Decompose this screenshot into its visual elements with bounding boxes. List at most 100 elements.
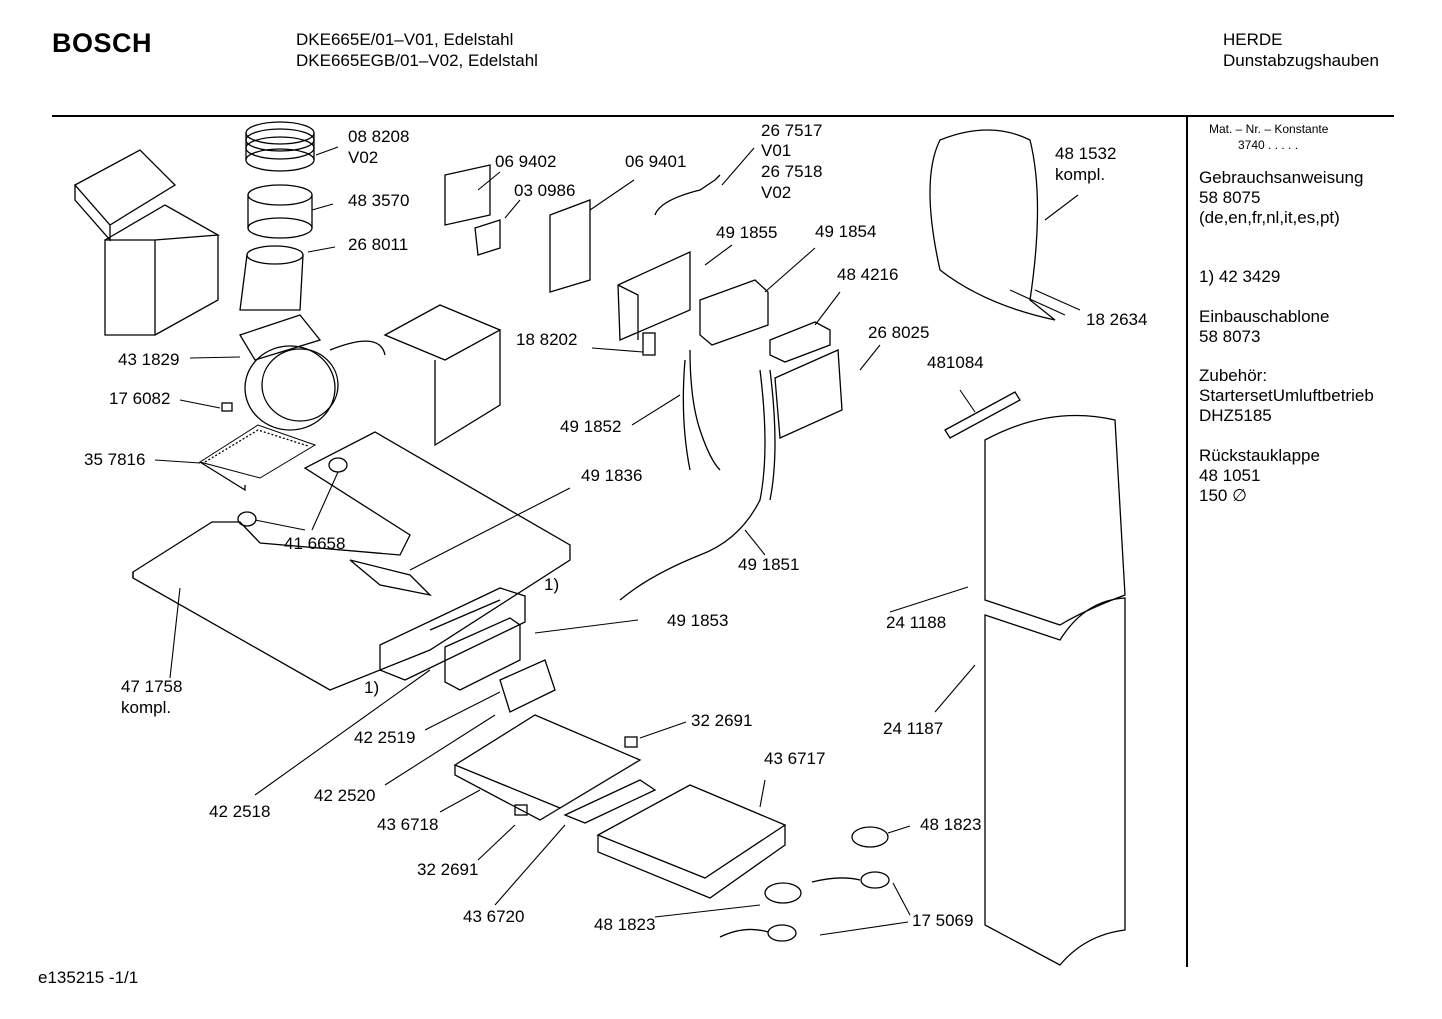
- light-bar: [349, 559, 526, 681]
- label-069401: 06 9401: [625, 152, 687, 171]
- label-484216: 48 4216: [837, 265, 899, 284]
- manual-title: Gebrauchsanweisung: [1199, 168, 1364, 187]
- sidebar-block-flap: Rückstauklappe 48 1051 150 ∅: [1199, 446, 1320, 506]
- label-241187: 24 1187: [883, 719, 944, 738]
- small-plate: [563, 779, 657, 824]
- label-436720: 43 6720: [463, 907, 525, 926]
- duct-ring-top: [245, 121, 315, 172]
- label-kompl-1: kompl.: [1055, 165, 1106, 184]
- label-491853: 49 1853: [667, 611, 729, 630]
- filter-pad: [774, 349, 843, 439]
- flap-number: 48 1051: [1199, 466, 1261, 485]
- label-v01: V01: [761, 141, 792, 160]
- accessory-model: DHZ5185: [1199, 406, 1272, 425]
- label-267518: 26 7518: [761, 162, 823, 181]
- label-491855: 49 1855: [716, 223, 778, 242]
- sensor-175069-a: [811, 871, 890, 889]
- wall-bracket: [444, 164, 501, 256]
- mounting-bracket: [73, 149, 177, 242]
- relay-box: [699, 279, 769, 346]
- label-481532: 48 1532: [1055, 144, 1117, 163]
- label-481823-b: 48 1823: [594, 915, 656, 934]
- template-title: Einbauschablone: [1199, 307, 1330, 326]
- sidebar-block-template: Einbauschablone 58 8073: [1199, 307, 1329, 347]
- label-481084: 481084: [927, 353, 984, 372]
- label-v02-a: V02: [348, 148, 379, 167]
- accessory-title: Zubehör:: [1199, 366, 1268, 385]
- blower-housing: [239, 314, 386, 431]
- template-number: 58 8073: [1199, 327, 1261, 346]
- label-431829: 43 1829: [118, 350, 180, 369]
- label-241188: 24 1188: [886, 613, 947, 632]
- manual-number: 58 8075: [1199, 188, 1261, 207]
- label-422518: 42 2518: [209, 802, 271, 821]
- chimney-upper: [984, 414, 1126, 626]
- label-088208: 08 8208: [348, 127, 410, 146]
- label-416658: 41 6658: [284, 534, 346, 553]
- label-422519: 42 2519: [354, 728, 416, 747]
- label-357816: 35 7816: [84, 450, 146, 469]
- label-471758: 47 1758: [121, 677, 183, 696]
- lower-bracket: [453, 714, 642, 821]
- parts-bag: [929, 129, 1056, 321]
- switch-plate: [499, 659, 556, 713]
- label-268025: 26 8025: [868, 323, 930, 342]
- label-note-1-a: 1): [544, 575, 560, 594]
- clip-part: [221, 402, 233, 412]
- label-030986: 03 0986: [514, 181, 576, 200]
- label-481823-a: 48 1823: [920, 815, 982, 834]
- label-267517: 26 7517: [761, 121, 823, 140]
- label-322691-a: 32 2691: [691, 711, 753, 730]
- label-483570: 48 3570: [348, 191, 410, 210]
- category: HERDE: [1223, 30, 1283, 49]
- duct-adapter: [247, 184, 313, 239]
- manual-languages: (de,en,fr,nl,it,es,pt): [1199, 208, 1340, 227]
- chimney-lower: [984, 597, 1126, 966]
- leader-lines: [154, 146, 1081, 936]
- label-069402: 06 9402: [495, 152, 557, 171]
- label-v02-b: V02: [761, 183, 792, 202]
- grommet-2: [237, 511, 257, 527]
- bottom-tray: [596, 784, 787, 899]
- label-176082: 17 6082: [109, 389, 171, 408]
- accessory-kit: StartersetUmluftbetrieb: [1199, 386, 1374, 405]
- grease-filter: [198, 424, 317, 492]
- diagram-code: e135215 -1/1: [38, 968, 139, 987]
- brand-logo: BOSCH: [52, 28, 153, 58]
- model-line-1: DKE665E/01–V01, Edelstahl: [296, 30, 514, 49]
- sensor-175069-b: [719, 924, 797, 942]
- label-491852: 49 1852: [560, 417, 622, 436]
- relay-cover: [617, 250, 691, 341]
- flap-title: Rückstauklappe: [1199, 446, 1320, 465]
- label-422520: 42 2520: [314, 786, 376, 805]
- hanger-bar: [944, 391, 1021, 439]
- switch-housing: [549, 199, 591, 293]
- sidebar-block-accessory: Zubehör: StartersetUmluftbetrieb DHZ5185: [1199, 366, 1374, 426]
- label-436718: 43 6718: [377, 815, 439, 834]
- power-cord: [654, 174, 721, 216]
- subcategory: Dunstabzugshauben: [1223, 51, 1379, 70]
- sidebar-block-note: 1) 42 3429: [1199, 267, 1280, 287]
- wiring-harness: [619, 349, 776, 601]
- label-note-1-b: 1): [364, 678, 380, 697]
- upper-box-panel: [104, 204, 221, 336]
- flap-diameter: 150 ∅: [1199, 486, 1247, 505]
- sidebar-block-manual: Gebrauchsanweisung 58 8075 (de,en,fr,nl,…: [1199, 168, 1363, 228]
- note-title: 1) 42 3429: [1199, 267, 1281, 286]
- control-module: [444, 617, 521, 691]
- foot-481823-b: [764, 882, 802, 904]
- clip-322691-a: [624, 736, 638, 748]
- mat-nr-header: Mat. – Nr. – Konstante: [1209, 122, 1329, 136]
- duct-spigot: [239, 245, 304, 311]
- header-divider: [52, 115, 1394, 117]
- label-436717: 43 6717: [764, 749, 826, 768]
- label-175069: 17 5069: [912, 911, 974, 930]
- label-491851: 49 1851: [738, 555, 800, 574]
- label-182634: 18 2634: [1086, 310, 1148, 329]
- label-322691-b: 32 2691: [417, 860, 479, 879]
- label-kompl-2: kompl.: [121, 698, 172, 717]
- foot-481823-a: [851, 826, 889, 848]
- label-268011: 26 8011: [348, 235, 409, 254]
- clip-322691-b: [514, 804, 528, 816]
